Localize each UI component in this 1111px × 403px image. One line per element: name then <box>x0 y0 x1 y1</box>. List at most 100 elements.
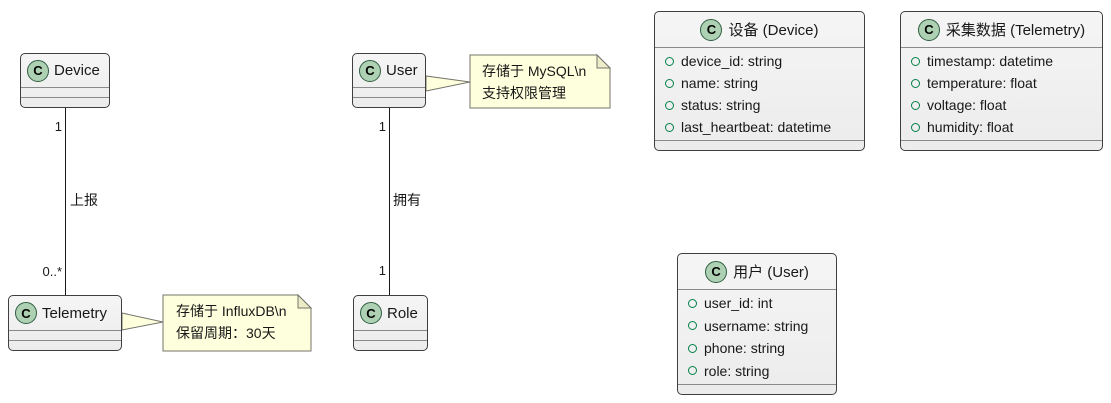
class-icon-letter: C <box>21 305 31 321</box>
field-visibility-icon <box>688 321 697 331</box>
class-name: Device <box>54 62 100 79</box>
attribute-text: username: string <box>704 317 809 334</box>
empty-methods-compartment <box>21 97 109 107</box>
note-line: 保留周期：30天 <box>176 325 276 341</box>
field-visibility-icon <box>665 56 674 66</box>
empty-methods-compartment <box>9 340 121 350</box>
note-line: 存储于 InfluxDB\n <box>176 303 287 319</box>
attribute-row: voltage: float <box>901 97 1102 113</box>
note-fold-icon <box>297 293 313 309</box>
class-icon: C <box>700 18 723 41</box>
note-line: 支持权限管理 <box>482 85 566 101</box>
attribute-row: device_id: string <box>655 53 864 69</box>
multiplicity-role-target: 1 <box>378 263 386 278</box>
class-box-role: C Role <box>353 295 428 351</box>
class-icon: C <box>917 18 940 41</box>
note-influxdb-text: 存储于 InfluxDB\n 保留周期：30天 <box>176 300 286 344</box>
attribute-row: phone: string <box>678 340 836 356</box>
class-icon: C <box>15 302 37 324</box>
class-box-telemetry: C Telemetry <box>8 295 122 351</box>
attribute-text: humidity: float <box>927 119 1014 135</box>
class-box-user-detail: C 用户 (User) user_id: int username: strin… <box>677 253 837 395</box>
attribute-row: humidity: float <box>901 119 1102 135</box>
empty-methods-compartment <box>901 140 1102 150</box>
class-icon: C <box>359 59 381 82</box>
class-title: C Device <box>21 54 109 87</box>
fields-compartment: timestamp: datetime temperature: float v… <box>901 48 1102 140</box>
association-label-user-role: 拥有 <box>393 192 421 208</box>
attribute-row: timestamp: datetime <box>901 53 1102 69</box>
field-visibility-icon <box>911 78 920 88</box>
class-title: C Role <box>354 296 427 330</box>
empty-fields-compartment <box>354 330 427 340</box>
multiplicity-user-source: 1 <box>378 119 386 134</box>
field-visibility-icon <box>911 56 920 66</box>
class-title: C 用户 (User) <box>678 254 836 290</box>
empty-methods-compartment <box>655 140 864 150</box>
class-name: 设备 (Device) <box>728 22 819 39</box>
class-icon-letter: C <box>706 22 717 37</box>
class-name: 用户 (User) <box>733 264 809 281</box>
empty-methods-compartment <box>678 384 836 394</box>
class-icon-letter: C <box>366 305 376 321</box>
attribute-row: status: string <box>655 97 864 113</box>
class-title: C Telemetry <box>9 296 121 330</box>
attribute-text: timestamp: datetime <box>927 53 1054 69</box>
empty-methods-compartment <box>353 97 425 107</box>
attribute-row: username: string <box>678 318 836 334</box>
class-icon: C <box>27 59 49 82</box>
class-icon: C <box>705 260 728 283</box>
field-visibility-icon <box>911 122 920 132</box>
class-icon-letter: C <box>33 63 43 78</box>
attribute-text: user_id: int <box>704 295 773 312</box>
attribute-row: name: string <box>655 75 864 91</box>
multiplicity-telemetry-target: 0..* <box>42 264 62 279</box>
empty-fields-compartment <box>353 87 425 97</box>
field-visibility-icon <box>665 100 674 110</box>
note-influxdb <box>162 293 313 352</box>
attribute-text: phone: string <box>704 340 785 357</box>
attribute-row: last_heartbeat: datetime <box>655 119 864 135</box>
note-connector-influxdb <box>121 312 164 331</box>
note-fold-icon <box>596 53 612 69</box>
attribute-row: user_id: int <box>678 295 836 311</box>
note-mysql <box>469 53 612 109</box>
attribute-row: role: string <box>678 363 836 379</box>
attribute-row: temperature: float <box>901 75 1102 91</box>
note-connector-mysql <box>425 75 471 92</box>
fields-compartment: device_id: string name: string status: s… <box>655 48 864 140</box>
class-name: User <box>386 62 418 79</box>
empty-fields-compartment <box>21 87 109 97</box>
class-icon-letter: C <box>365 63 375 78</box>
class-box-device: C Device <box>20 53 110 108</box>
attribute-text: status: string <box>681 97 761 113</box>
association-label-device-telemetry: 上报 <box>70 192 98 208</box>
empty-fields-compartment <box>9 330 121 340</box>
field-visibility-icon <box>688 366 697 376</box>
empty-methods-compartment <box>354 340 427 350</box>
class-title: C 设备 (Device) <box>655 12 864 48</box>
note-line: 存储于 MySQL\n <box>482 63 587 79</box>
class-name: Role <box>387 304 418 322</box>
field-visibility-icon <box>688 343 697 353</box>
class-box-user: C User <box>352 53 426 108</box>
field-visibility-icon <box>688 298 697 308</box>
attribute-text: role: string <box>704 362 770 379</box>
attribute-text: last_heartbeat: datetime <box>681 119 832 135</box>
field-visibility-icon <box>665 78 674 88</box>
class-icon-letter: C <box>711 264 721 279</box>
field-visibility-icon <box>665 122 674 132</box>
attribute-text: voltage: float <box>927 97 1007 113</box>
class-name: Telemetry <box>42 304 108 322</box>
fields-compartment: user_id: int username: string phone: str… <box>678 290 836 384</box>
field-visibility-icon <box>911 100 920 110</box>
attribute-text: temperature: float <box>927 75 1037 91</box>
class-box-telemetry-detail: C 采集数据 (Telemetry) timestamp: datetime t… <box>900 11 1103 151</box>
attribute-text: name: string <box>681 75 759 91</box>
class-title: C 采集数据 (Telemetry) <box>901 12 1102 48</box>
multiplicity-device-source: 1 <box>54 119 62 134</box>
class-icon-letter: C <box>924 22 934 37</box>
class-title: C User <box>353 54 425 87</box>
